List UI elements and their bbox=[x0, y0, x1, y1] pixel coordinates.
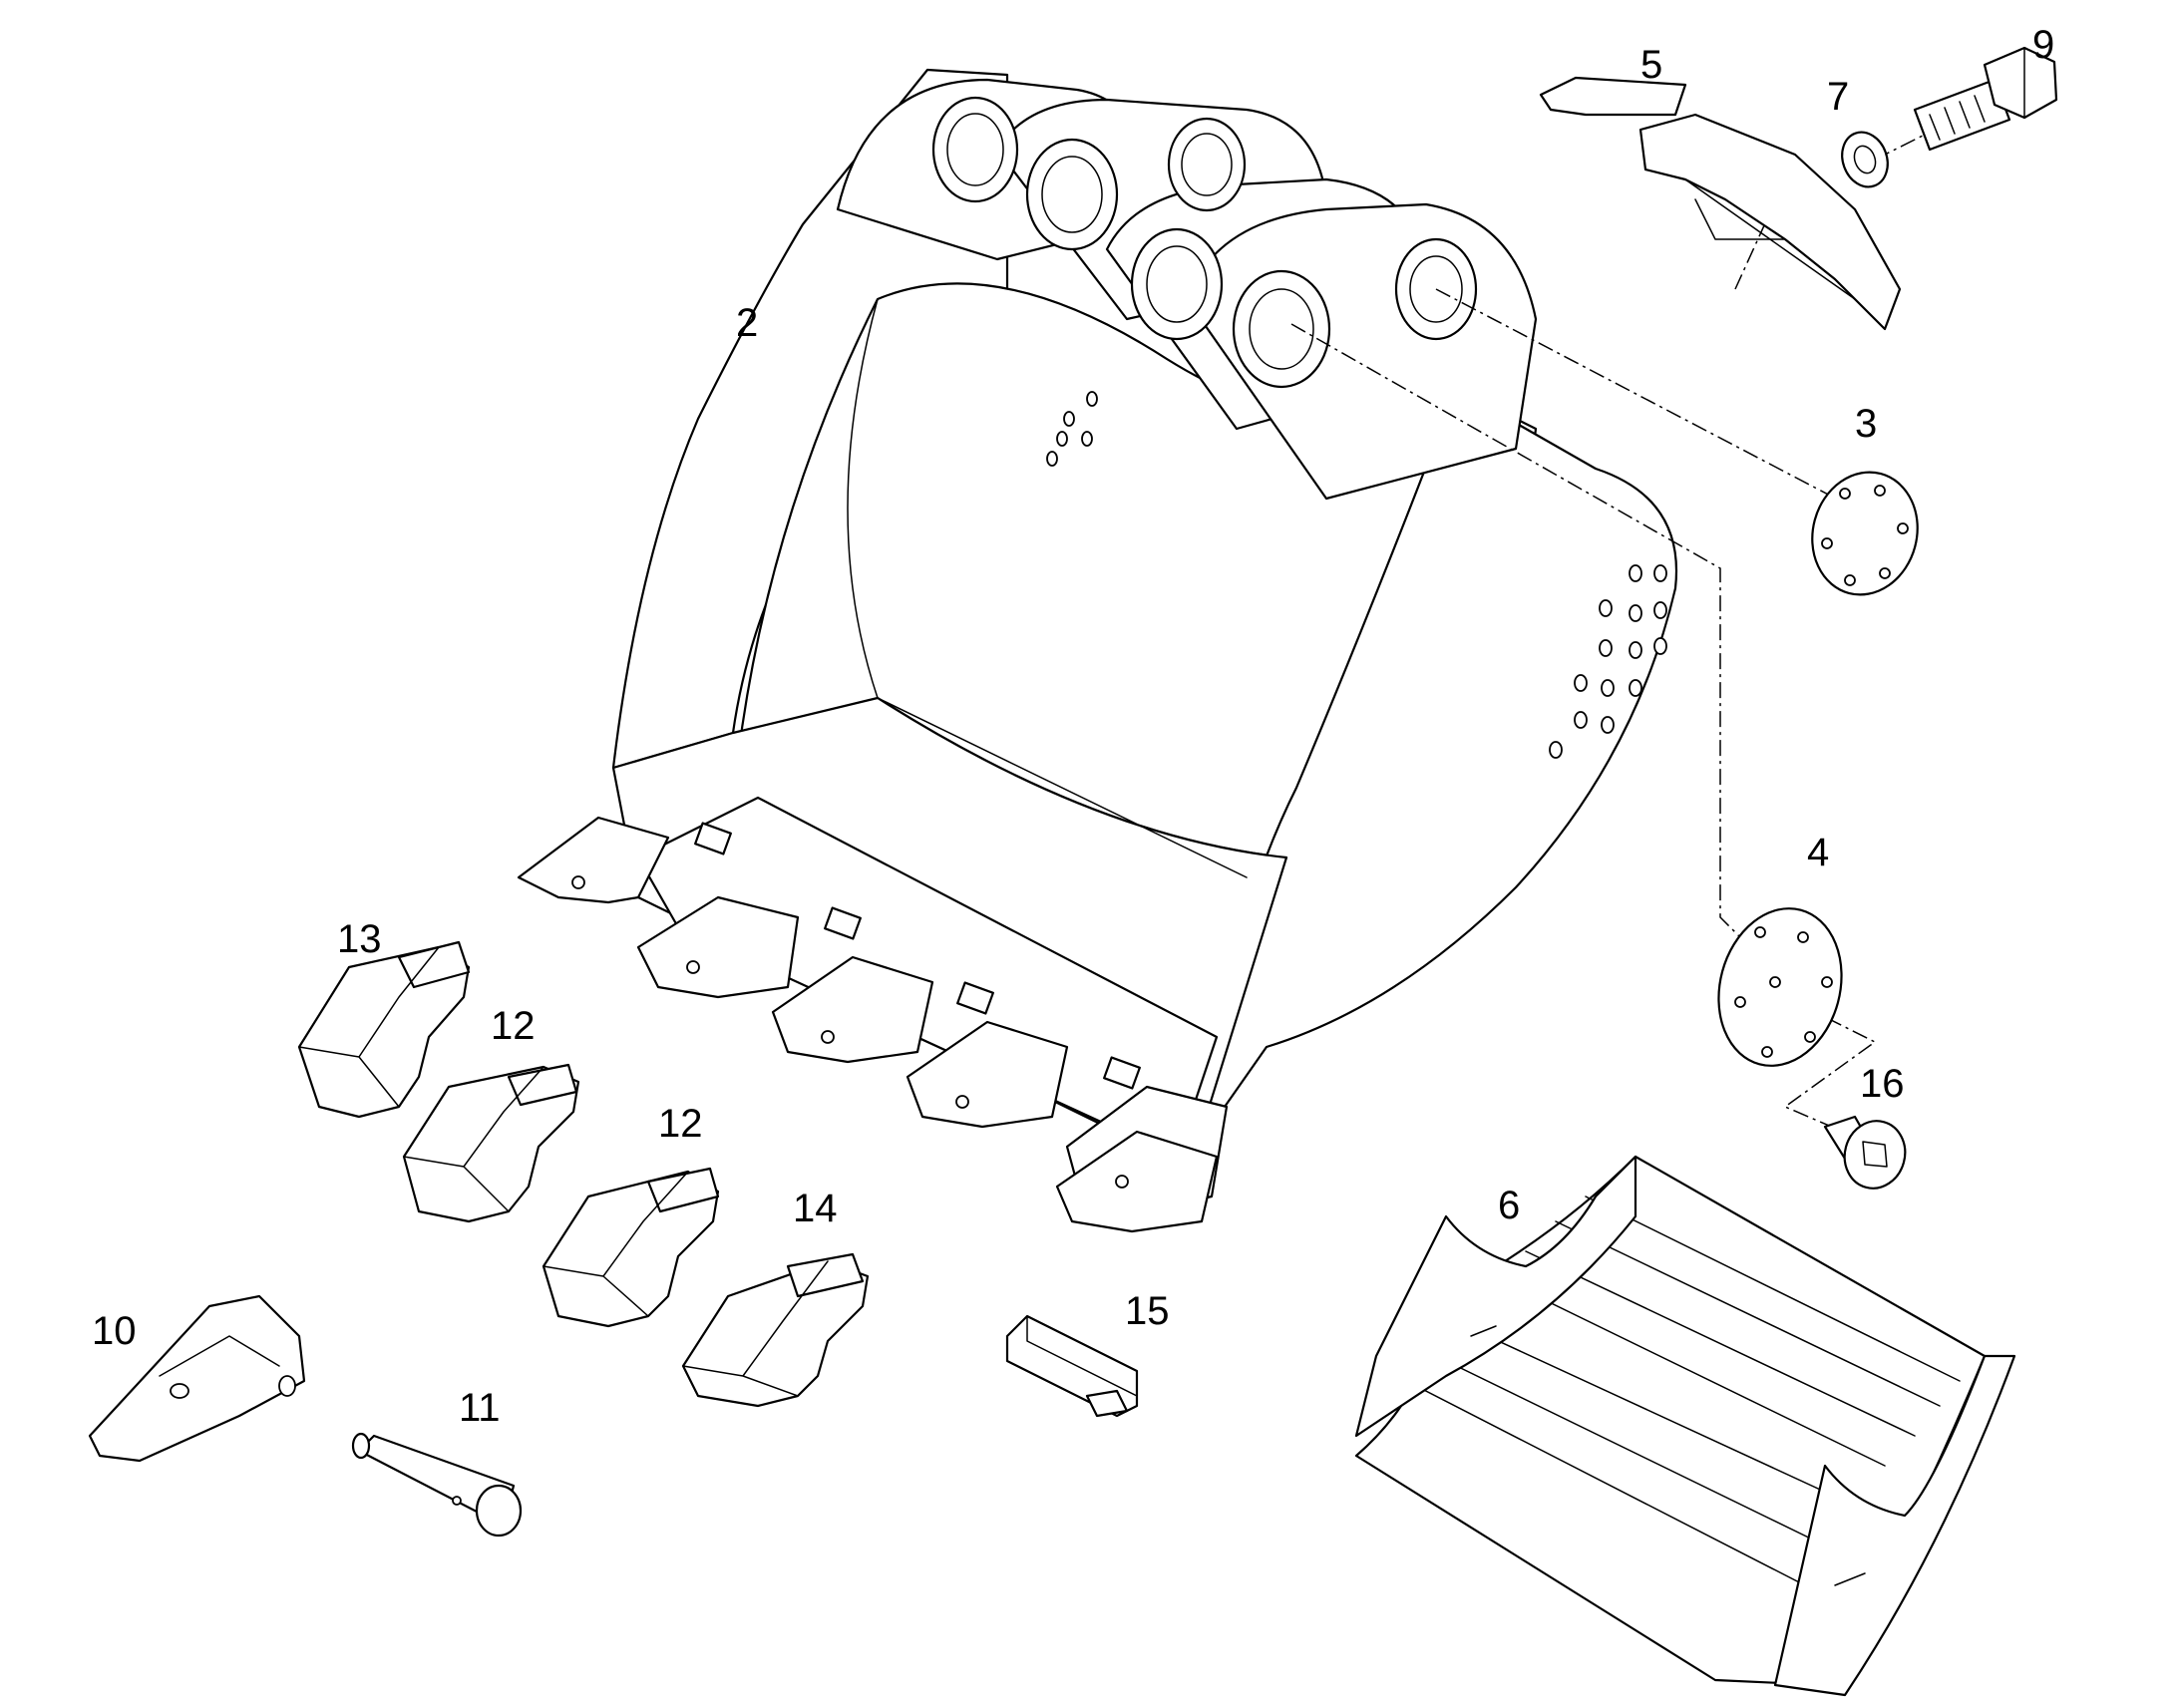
callout-14: 14 bbox=[793, 1187, 838, 1230]
lock-part-15 bbox=[1005, 1314, 1139, 1418]
callout-13: 13 bbox=[337, 917, 382, 961]
callout-12b: 12 bbox=[658, 1102, 703, 1146]
callout-6: 6 bbox=[1498, 1184, 1520, 1227]
tooth-part-14 bbox=[681, 1252, 870, 1408]
tooth-part-12a bbox=[402, 1063, 580, 1223]
washer-part-7 bbox=[1841, 131, 1889, 188]
callout-12a: 12 bbox=[491, 1004, 536, 1048]
pin-part-11 bbox=[351, 1432, 523, 1537]
cover-plate-part-4 bbox=[1717, 907, 1843, 1067]
callout-5: 5 bbox=[1640, 43, 1662, 87]
callout-4: 4 bbox=[1807, 831, 1829, 874]
callout-15: 15 bbox=[1125, 1289, 1170, 1333]
bucket-body bbox=[517, 68, 1678, 1233]
screen-part-6 bbox=[1354, 1155, 2016, 1697]
callout-11: 11 bbox=[459, 1386, 501, 1430]
side-plate-bolt-holes bbox=[1046, 391, 1667, 759]
wear-strip-part-5 bbox=[1539, 76, 1902, 331]
callout-3: 3 bbox=[1855, 402, 1877, 446]
callout-labels: 2 3 4 5 6 7 9 10 11 12 12 13 14 15 16 bbox=[92, 23, 2054, 1430]
callout-10: 10 bbox=[92, 1309, 137, 1353]
tooth-part-13 bbox=[297, 940, 471, 1119]
cover-plate-part-3 bbox=[1811, 471, 1919, 596]
callout-16: 16 bbox=[1860, 1062, 1905, 1106]
tooth-part-12b bbox=[542, 1167, 720, 1328]
callout-9: 9 bbox=[2032, 23, 2054, 67]
plug-part-16 bbox=[1823, 1115, 1907, 1190]
callout-2: 2 bbox=[736, 301, 758, 345]
tooth-point-part-10 bbox=[88, 1294, 306, 1463]
bolt-part-9 bbox=[1913, 46, 2058, 152]
callout-7: 7 bbox=[1827, 75, 1849, 119]
